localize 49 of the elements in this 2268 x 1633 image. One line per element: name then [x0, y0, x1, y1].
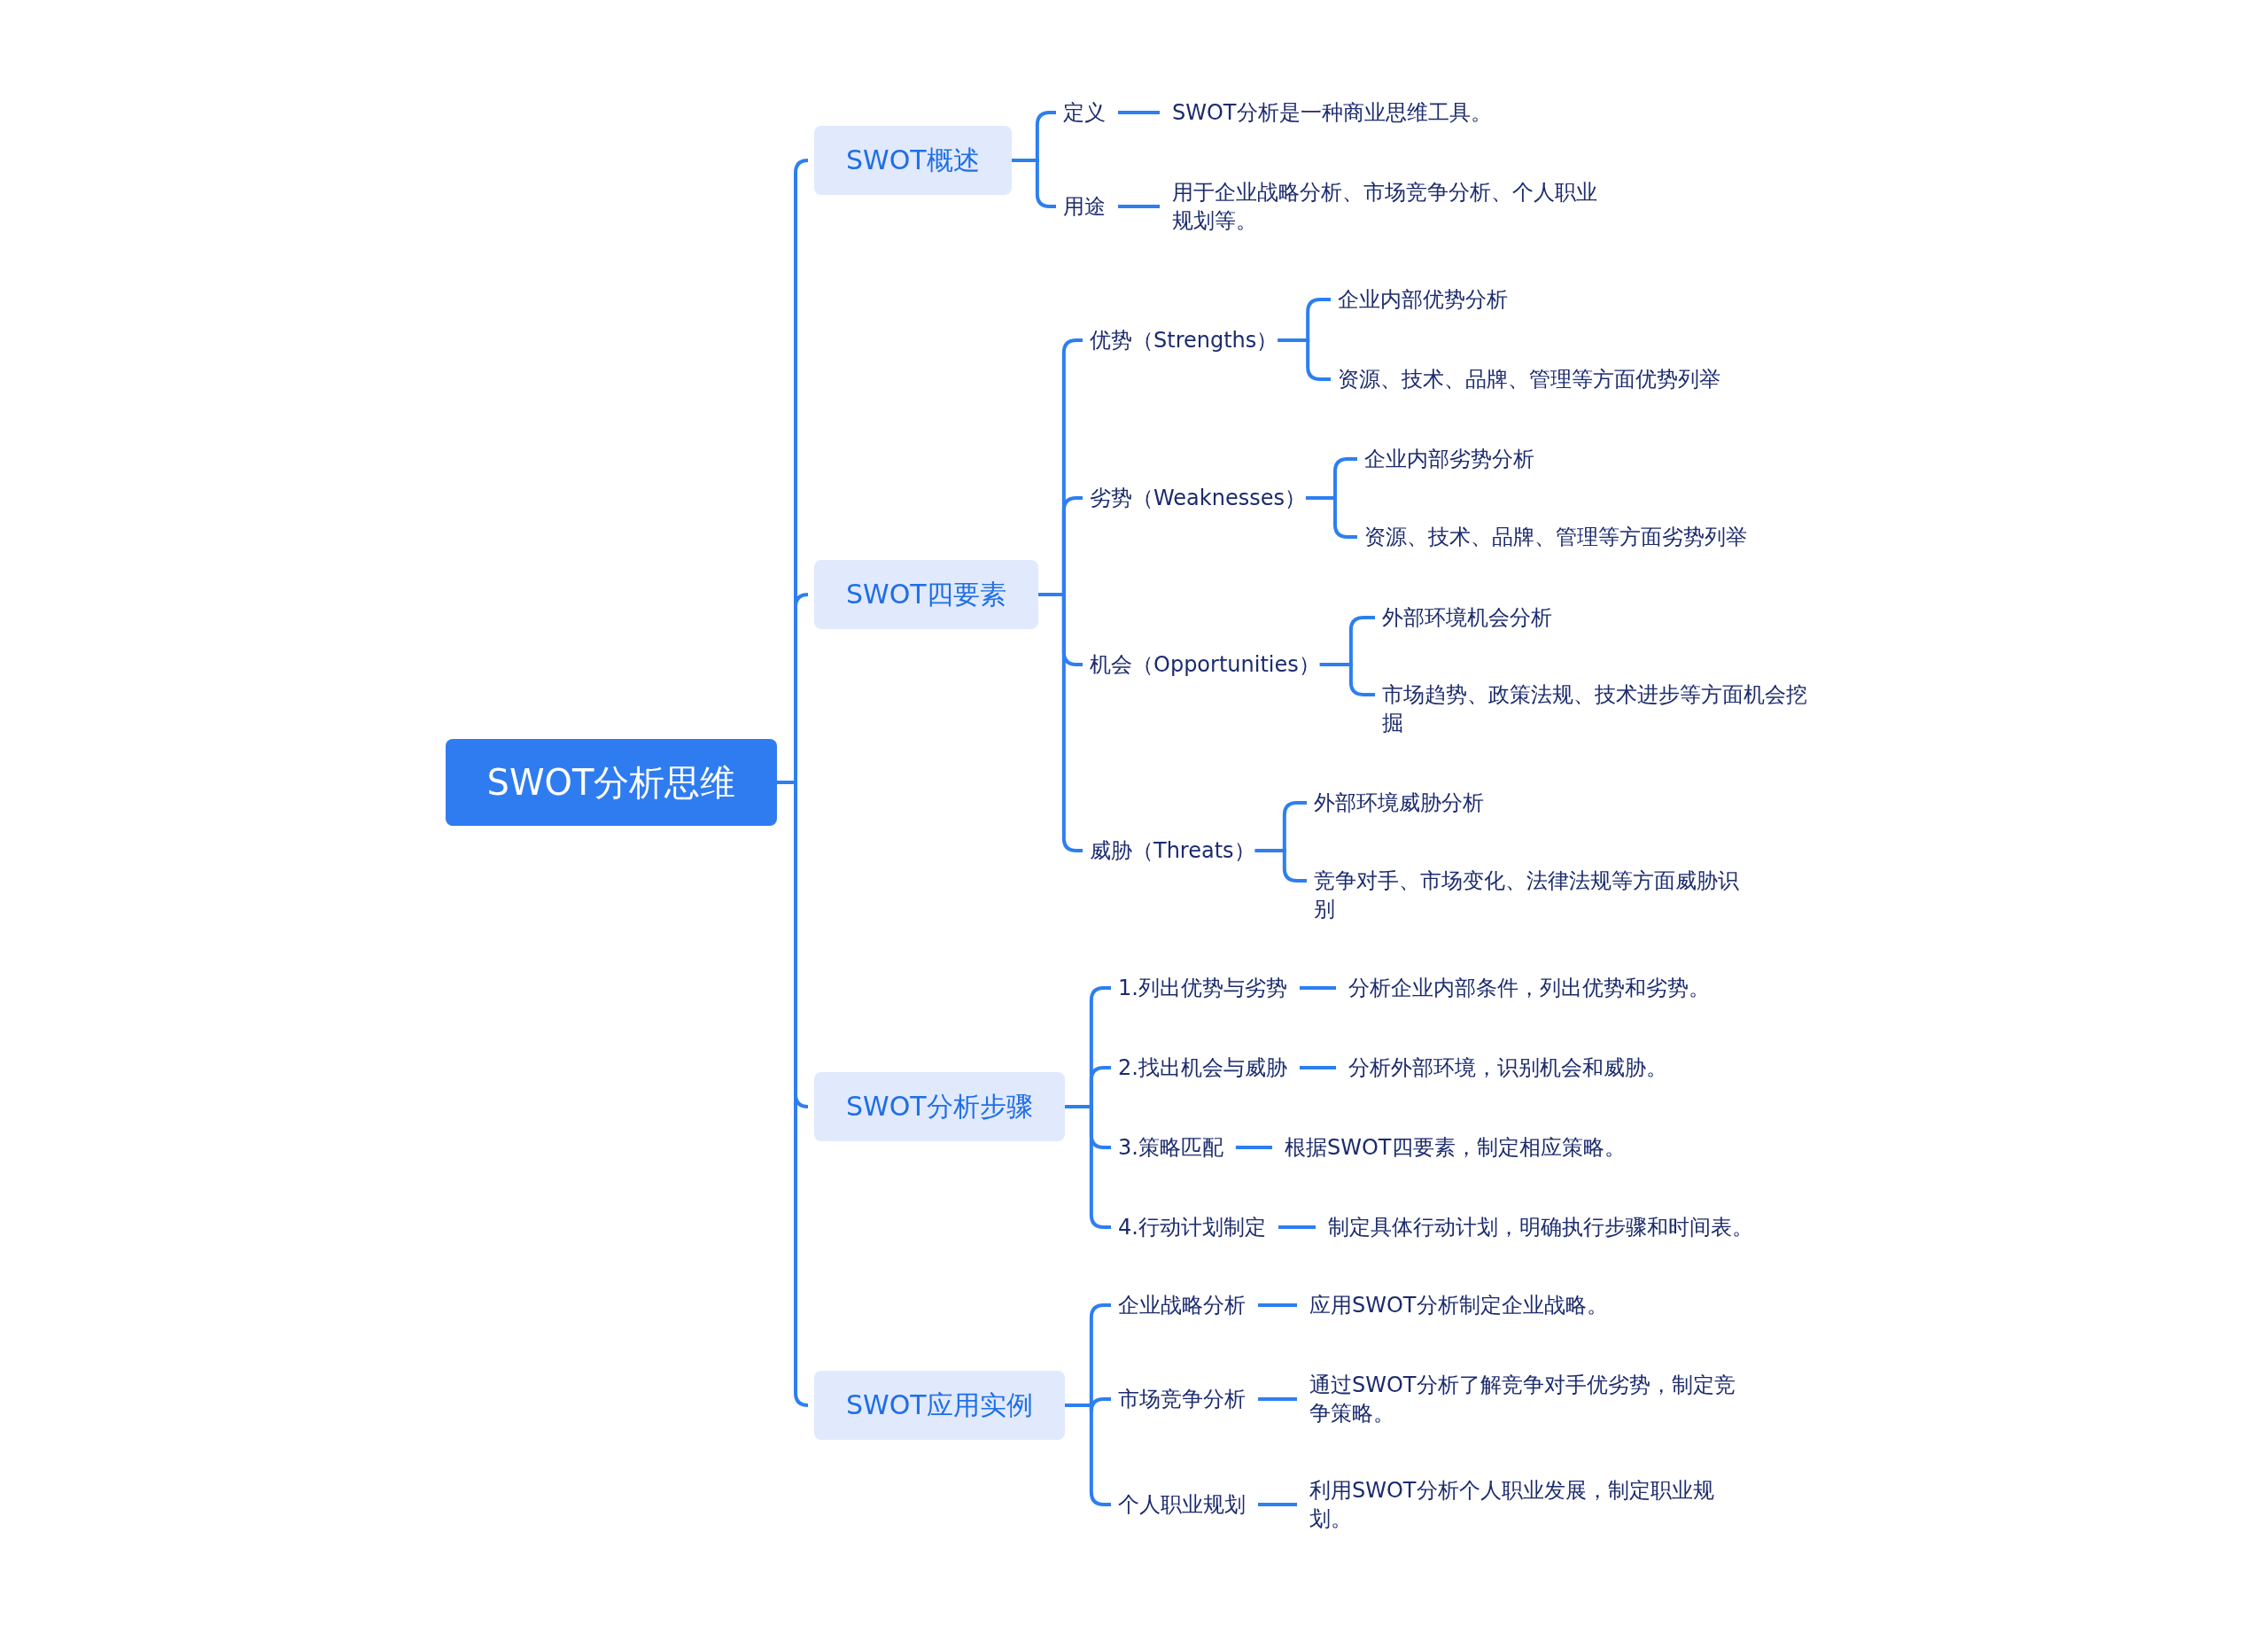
branch-label: 优势（Strengths） — [1090, 326, 1278, 354]
branch-label: 1.列出优势与劣势 — [1118, 974, 1287, 1002]
branch-label: 企业战略分析 — [1118, 1291, 1246, 1319]
connector-line — [1258, 1397, 1297, 1401]
topic-box: SWOT分析步骤 — [814, 1072, 1065, 1141]
branch-label: 企业内部劣势分析 — [1364, 445, 1534, 473]
branch-label: 应用SWOT分析制定企业战略。 — [1309, 1291, 1608, 1319]
branch-label: 分析外部环境，识别机会和威胁。 — [1348, 1054, 1667, 1082]
branch-label: 利用SWOT分析个人职业发展，制定职业规划。 — [1309, 1476, 1744, 1533]
branch-label: 制定具体行动计划，明确执行步骤和时间表。 — [1328, 1213, 1753, 1241]
connector-line — [1118, 205, 1160, 208]
branch-label: 用于企业战略分析、市场竞争分析、个人职业规划等。 — [1172, 178, 1606, 235]
connector-line — [1319, 663, 1375, 696]
branch-label: 定义 — [1063, 98, 1106, 127]
connector-line — [1258, 1503, 1297, 1506]
branch-label: 资源、技术、品牌、管理等方面优势列举 — [1338, 365, 1720, 393]
branch-label: 通过SWOT分析了解竞争对手优劣势，制定竞争策略。 — [1309, 1371, 1744, 1427]
connector-line — [1278, 338, 1331, 381]
connector-line — [1299, 1066, 1336, 1069]
root-topic-box: SWOT分析思维 — [446, 739, 777, 826]
branch-label: 3.策略匹配 — [1118, 1133, 1223, 1162]
connector-line — [1118, 111, 1160, 114]
connector-line — [1011, 159, 1056, 208]
topic-box: SWOT概述 — [814, 126, 1012, 195]
branch-label: 分析企业内部条件，列出优势和劣势。 — [1348, 974, 1710, 1002]
branch-label: 2.找出机会与威胁 — [1118, 1054, 1287, 1082]
branch-label: SWOT分析是一种商业思维工具。 — [1172, 98, 1492, 127]
branch-label: 市场竞争分析 — [1118, 1385, 1246, 1413]
branch-label: 机会（Opportunities） — [1090, 650, 1320, 679]
branch-label: 企业内部优势分析 — [1338, 285, 1508, 314]
branch-label: 用途 — [1063, 192, 1106, 221]
branch-label: 4.行动计划制定 — [1118, 1213, 1266, 1241]
connector-line — [1258, 1303, 1297, 1307]
branch-label: 外部环境机会分析 — [1382, 603, 1552, 632]
connector-line — [1278, 1225, 1316, 1229]
branch-label: 竞争对手、市场变化、法律法规等方面威胁识别 — [1314, 867, 1748, 923]
branch-label: 市场趋势、政策法规、技术进步等方面机会挖掘 — [1382, 680, 1816, 737]
branch-label: 劣势（Weaknesses） — [1090, 484, 1306, 512]
branch-label: 个人职业规划 — [1118, 1490, 1246, 1519]
branch-label: 威胁（Threats） — [1090, 836, 1255, 865]
branch-label: 外部环境威胁分析 — [1314, 789, 1484, 817]
connector-line — [1305, 496, 1357, 539]
topic-box: SWOT应用实例 — [814, 1371, 1065, 1440]
connector-line — [1254, 849, 1307, 883]
connector-line — [1299, 986, 1336, 990]
topic-box: SWOT四要素 — [814, 560, 1038, 629]
branch-label: 根据SWOT四要素，制定相应策略。 — [1285, 1133, 1626, 1162]
connector-line — [1235, 1146, 1272, 1149]
branch-label: 资源、技术、品牌、管理等方面劣势列举 — [1364, 523, 1747, 551]
